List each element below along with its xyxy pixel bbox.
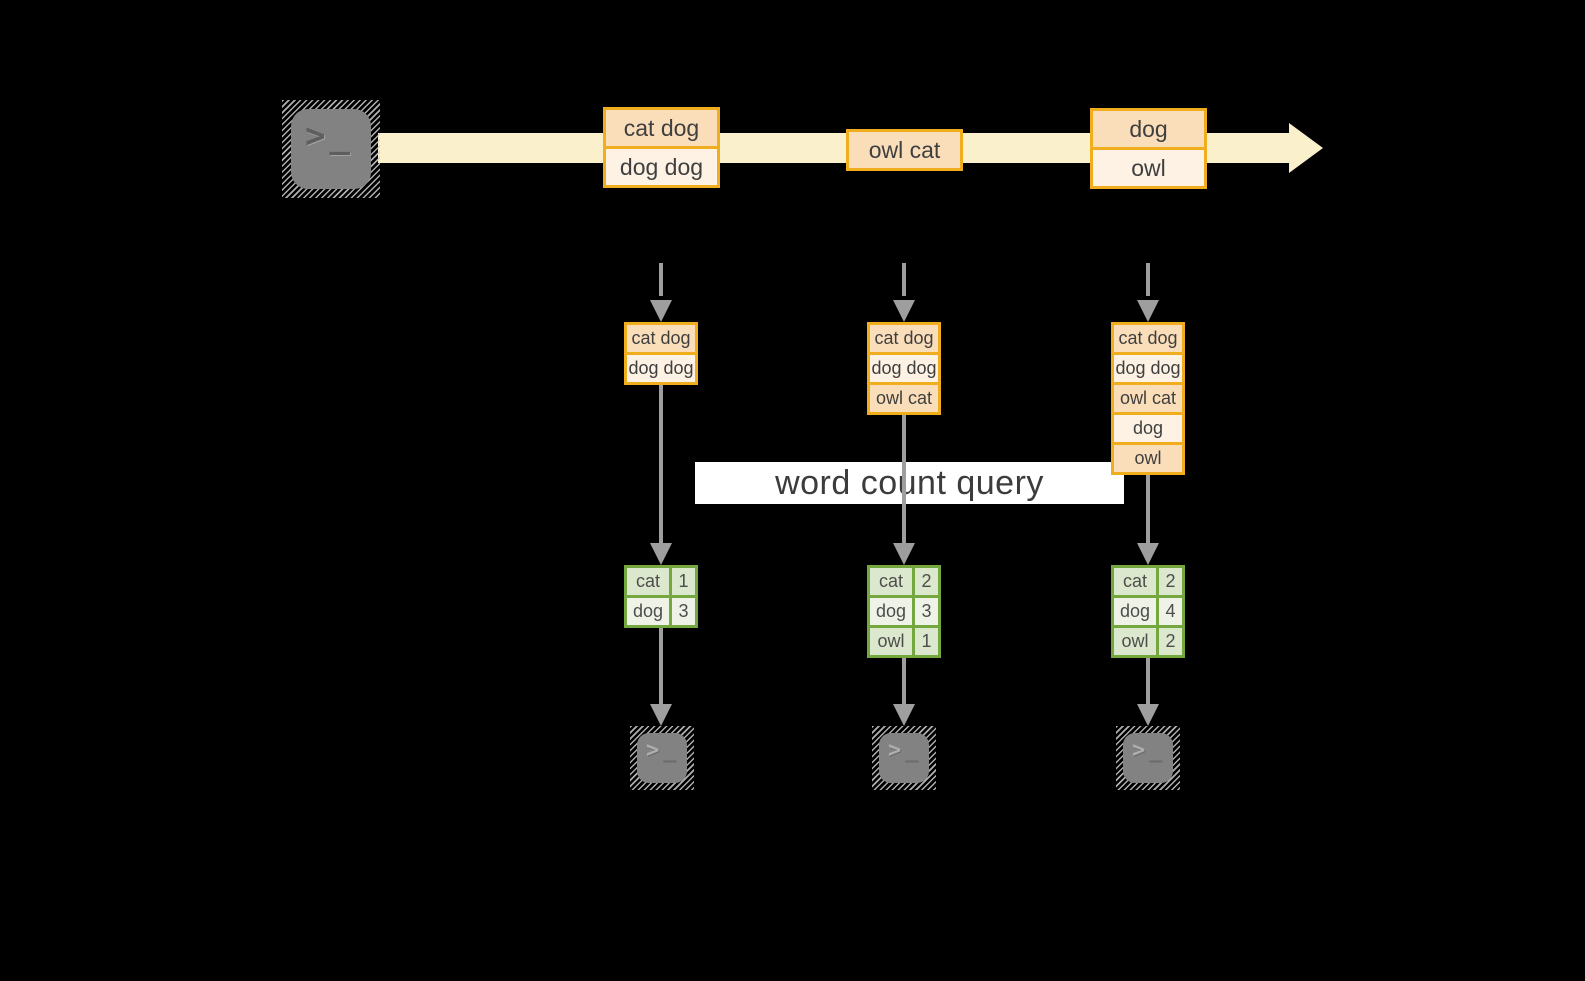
down-arrowhead-icon (893, 704, 915, 726)
down-arrow-icon (659, 263, 663, 296)
count-word: dog (870, 598, 912, 625)
count-word: dog (1114, 598, 1156, 625)
down-arrowhead-icon (1137, 704, 1159, 726)
down-arrow-icon (659, 385, 663, 543)
terminal-body: >_ (291, 109, 371, 189)
down-arrowhead-icon (893, 300, 915, 322)
terminal-prompt-glyph: >_ (1132, 740, 1163, 762)
down-arrow-icon (1146, 475, 1150, 543)
stream-batch-2: owl cat (846, 129, 963, 171)
count-value: 2 (1159, 568, 1182, 595)
count-value: 4 (1159, 598, 1182, 625)
state-table-2: cat dog dog dog owl cat (867, 322, 941, 415)
state-line: owl (1114, 445, 1182, 472)
down-arrowhead-icon (650, 543, 672, 565)
right-arrow-icon (1289, 123, 1323, 173)
terminal-icon: >_ (872, 726, 936, 790)
count-word: owl (1114, 628, 1156, 655)
terminal-prompt-glyph: >_ (305, 119, 350, 153)
prompt-cursor: _ (905, 738, 919, 763)
count-value: 1 (672, 568, 695, 595)
down-arrowhead-icon (1137, 300, 1159, 322)
state-line: cat dog (1114, 325, 1182, 352)
count-table-1: cat 1 dog 3 (624, 565, 698, 628)
prompt-chevron: > (888, 738, 902, 763)
state-line: owl cat (1114, 385, 1182, 412)
terminal-body: >_ (1123, 733, 1173, 783)
batch-line: dog (1093, 111, 1204, 147)
count-word: cat (870, 568, 912, 595)
terminal-icon: >_ (630, 726, 694, 790)
terminal-icon: >_ (282, 100, 380, 198)
batch-line: owl (1093, 150, 1204, 186)
count-table-3: cat 2 dog 4 owl 2 (1111, 565, 1185, 658)
state-line: owl cat (870, 385, 938, 412)
prompt-chevron: > (1132, 738, 1146, 763)
count-word: cat (627, 568, 669, 595)
count-word: dog (627, 598, 669, 625)
count-value: 2 (915, 568, 938, 595)
stream-batch-3: dog owl (1090, 108, 1207, 189)
prompt-chevron: > (646, 738, 660, 763)
terminal-prompt-glyph: >_ (888, 740, 919, 762)
batch-line: cat dog (606, 110, 717, 146)
count-table-2: cat 2 dog 3 owl 1 (867, 565, 941, 658)
batch-line: dog dog (606, 149, 717, 185)
state-line: dog dog (870, 355, 938, 382)
down-arrow-icon (659, 628, 663, 704)
count-value: 3 (672, 598, 695, 625)
batch-line: owl cat (849, 132, 960, 168)
count-value: 1 (915, 628, 938, 655)
prompt-cursor: _ (329, 116, 350, 156)
down-arrow-icon (902, 658, 906, 704)
terminal-body: >_ (637, 733, 687, 783)
down-arrow-icon (902, 415, 906, 543)
down-arrowhead-icon (1137, 543, 1159, 565)
state-table-1: cat dog dog dog (624, 322, 698, 385)
down-arrowhead-icon (650, 300, 672, 322)
terminal-icon: >_ (1116, 726, 1180, 790)
prompt-cursor: _ (1149, 738, 1163, 763)
down-arrowhead-icon (893, 543, 915, 565)
state-line: cat dog (627, 325, 695, 352)
count-word: cat (1114, 568, 1156, 595)
down-arrow-icon (1146, 658, 1150, 704)
count-word: owl (870, 628, 912, 655)
prompt-chevron: > (305, 116, 326, 156)
down-arrow-icon (902, 263, 906, 296)
terminal-body: >_ (879, 733, 929, 783)
down-arrowhead-icon (650, 704, 672, 726)
count-value: 2 (1159, 628, 1182, 655)
count-value: 3 (915, 598, 938, 625)
query-label: word count query (695, 462, 1124, 504)
prompt-cursor: _ (663, 738, 677, 763)
state-line: dog (1114, 415, 1182, 442)
stream-batch-1: cat dog dog dog (603, 107, 720, 188)
terminal-prompt-glyph: >_ (646, 740, 677, 762)
state-line: cat dog (870, 325, 938, 352)
state-line: dog dog (1114, 355, 1182, 382)
state-line: dog dog (627, 355, 695, 382)
down-arrow-icon (1146, 263, 1150, 296)
state-table-3: cat dog dog dog owl cat dog owl (1111, 322, 1185, 475)
